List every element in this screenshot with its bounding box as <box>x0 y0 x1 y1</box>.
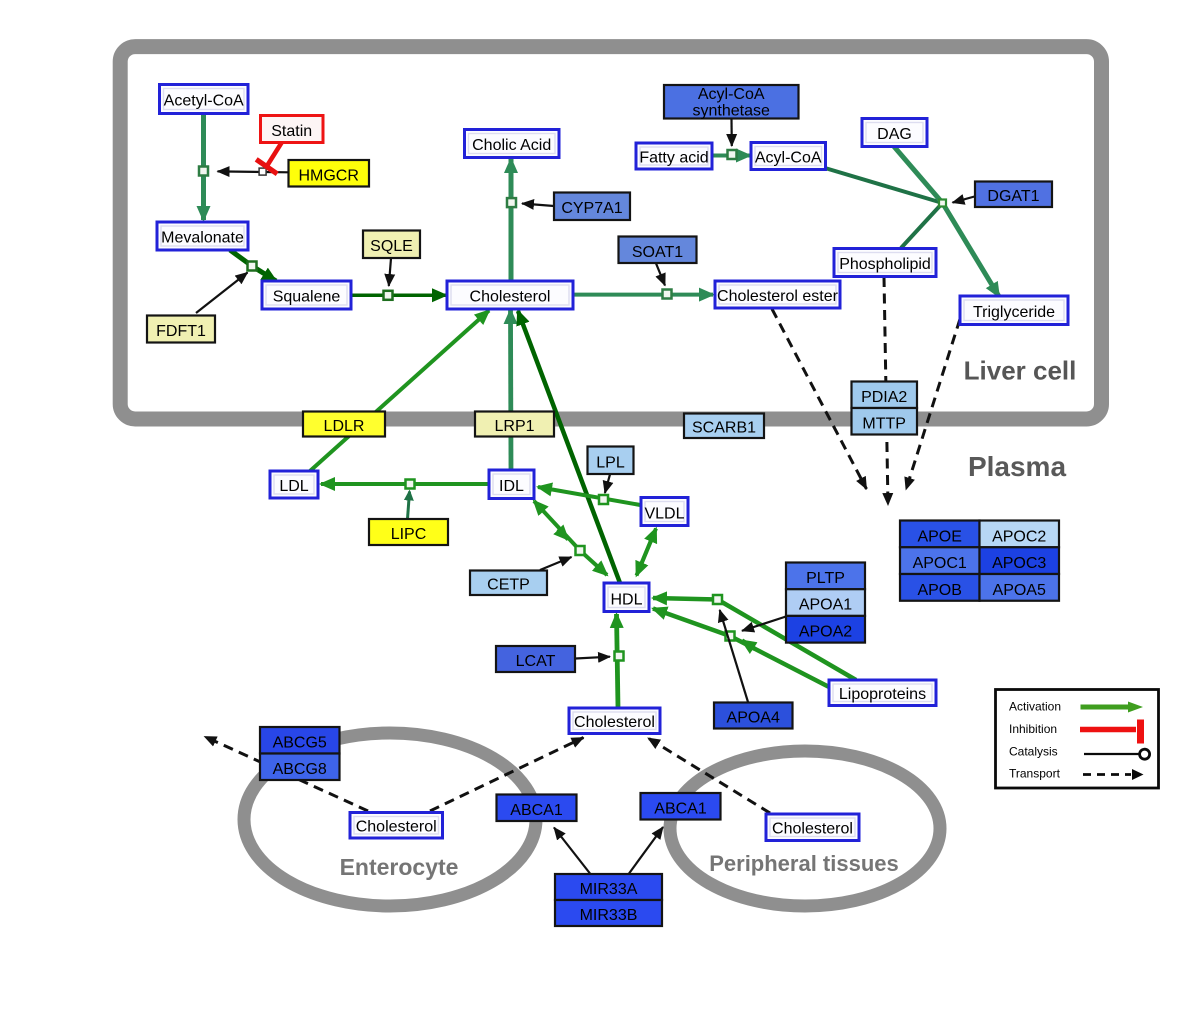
svg-text:Mevalonate: Mevalonate <box>161 230 244 247</box>
svg-text:Fatty acid: Fatty acid <box>639 150 708 167</box>
svg-text:LIPC: LIPC <box>391 526 427 543</box>
svg-text:MIR33B: MIR33B <box>580 907 638 924</box>
svg-text:LRP1: LRP1 <box>494 418 534 435</box>
svg-text:APOA5: APOA5 <box>993 582 1046 599</box>
svg-text:Cholesterol: Cholesterol <box>574 714 655 731</box>
svg-text:Peripheral tissues: Peripheral tissues <box>709 851 899 876</box>
svg-text:IDL: IDL <box>499 478 524 495</box>
svg-text:Transport: Transport <box>1009 767 1061 781</box>
svg-text:FDFT1: FDFT1 <box>156 323 206 340</box>
svg-text:Squalene: Squalene <box>273 289 341 306</box>
svg-text:SQLE: SQLE <box>370 238 413 255</box>
svg-text:Acyl-CoA: Acyl-CoA <box>698 86 765 103</box>
svg-text:APOE: APOE <box>917 529 961 546</box>
svg-text:VLDL: VLDL <box>644 506 684 523</box>
svg-text:APOA2: APOA2 <box>799 623 852 640</box>
svg-text:APOB: APOB <box>917 582 961 599</box>
svg-text:HDL: HDL <box>610 592 642 609</box>
svg-text:Cholic Acid: Cholic Acid <box>472 137 551 154</box>
svg-text:Liver cell: Liver cell <box>964 356 1077 386</box>
svg-text:DAG: DAG <box>877 126 912 143</box>
svg-text:Enterocyte: Enterocyte <box>340 854 459 880</box>
svg-text:PLTP: PLTP <box>806 570 845 587</box>
svg-text:HMGCR: HMGCR <box>298 168 358 185</box>
svg-text:APOA1: APOA1 <box>799 597 852 614</box>
svg-text:APOC3: APOC3 <box>992 555 1046 572</box>
svg-text:Inhibition: Inhibition <box>1009 722 1057 736</box>
svg-text:MTTP: MTTP <box>862 416 906 433</box>
svg-text:LPL: LPL <box>596 455 625 472</box>
svg-text:Lipoproteins: Lipoproteins <box>839 686 926 703</box>
svg-text:LDL: LDL <box>279 478 308 495</box>
svg-text:Acetyl-CoA: Acetyl-CoA <box>164 93 244 110</box>
svg-text:SOAT1: SOAT1 <box>632 244 683 261</box>
svg-text:Acyl-CoA: Acyl-CoA <box>755 150 822 167</box>
svg-text:LCAT: LCAT <box>516 653 556 670</box>
svg-text:Cholesterol: Cholesterol <box>772 821 853 838</box>
svg-text:Phospholipid: Phospholipid <box>839 256 931 273</box>
svg-text:MIR33A: MIR33A <box>580 881 638 898</box>
svg-text:LDLR: LDLR <box>324 418 365 435</box>
svg-text:synthetase: synthetase <box>693 103 770 120</box>
svg-text:APOC1: APOC1 <box>913 555 967 572</box>
svg-text:Plasma: Plasma <box>968 451 1066 482</box>
svg-text:CYP7A1: CYP7A1 <box>561 200 622 217</box>
svg-text:CETP: CETP <box>487 577 530 594</box>
svg-text:Activation: Activation <box>1009 700 1061 714</box>
svg-text:DGAT1: DGAT1 <box>987 188 1039 205</box>
svg-text:APOC2: APOC2 <box>992 529 1046 546</box>
svg-text:Cholesterol: Cholesterol <box>356 819 437 836</box>
svg-text:ABCA1: ABCA1 <box>654 801 707 818</box>
svg-text:ABCG5: ABCG5 <box>273 735 327 752</box>
svg-text:ABCG8: ABCG8 <box>273 761 327 778</box>
svg-text:Cholesterol: Cholesterol <box>470 289 551 306</box>
svg-text:Cholesterol ester: Cholesterol ester <box>717 288 839 305</box>
svg-text:SCARB1: SCARB1 <box>692 420 756 437</box>
svg-text:Catalysis: Catalysis <box>1009 745 1058 759</box>
svg-text:Triglyceride: Triglyceride <box>973 304 1055 321</box>
svg-text:ABCA1: ABCA1 <box>510 802 563 819</box>
svg-text:APOA4: APOA4 <box>727 710 780 727</box>
svg-text:Statin: Statin <box>271 123 312 140</box>
svg-text:PDIA2: PDIA2 <box>861 389 907 406</box>
